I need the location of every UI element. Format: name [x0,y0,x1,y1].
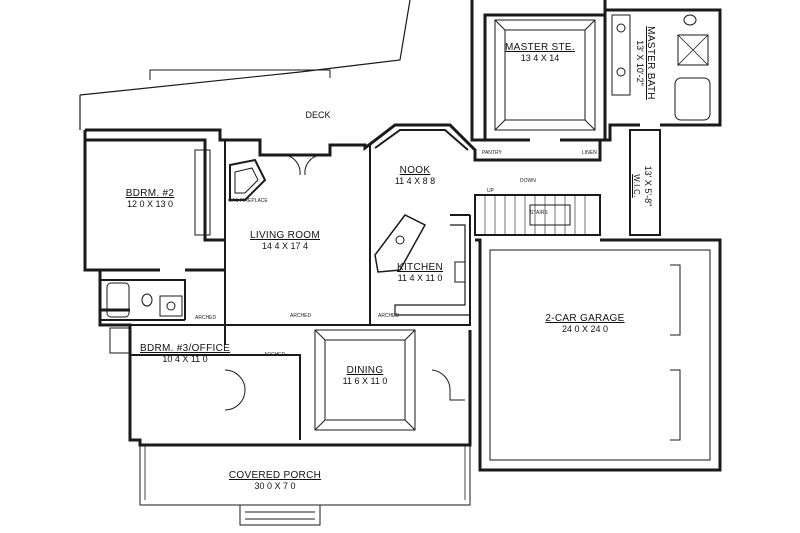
living-walls [224,140,371,326]
garage-door-2 [670,369,681,441]
down-note: DOWN [520,178,536,184]
range [454,261,466,283]
upper-wall [85,123,602,162]
bath-shower [677,34,709,66]
hall-vanity [159,295,183,317]
living-label: LIVING ROOM 14 4 X 17 4 [245,230,325,252]
hall-bath-walls [100,279,186,321]
master-bath-dim: 13' X 10'-2" [635,40,645,86]
gas-fireplace-note: GAS FIREPLACE [228,198,268,204]
porch-rail [144,445,466,500]
pantry-note: PANTRY [482,150,502,156]
bdrm2-dim: 12 0 X 13 0 [126,199,174,209]
porch-steps [239,505,321,526]
hall-toilet [141,293,153,307]
bdrm2-walls [85,138,225,272]
fireplace [229,158,267,201]
fireplace-hearth [234,167,259,194]
arched-note-1: ARCHED [195,315,217,321]
bath-vanity [611,14,631,96]
arched-note-2: ARCHED [290,313,312,319]
bdrm2-closet [194,149,211,236]
arched-note-4: ARCHED [264,352,286,358]
shower-x [677,34,709,66]
bdrm3-dim: 10 4 X 11 0 [162,354,208,364]
toilet [683,14,697,26]
master-bath-walls [603,0,722,127]
bdrm3-closet [109,327,131,354]
sink-2 [616,67,626,77]
garage-inner [489,249,711,461]
master-tray-inner [504,29,586,121]
dining-label: DINING 11 6 X 11 0 [330,365,400,387]
stair-treads [484,195,586,235]
kitchen-name: KITCHEN [397,262,443,273]
living-doors [284,154,321,176]
deck-name: DECK [305,110,331,120]
master-tray-diagonals [494,19,596,131]
kitchen-dim: 11 4 X 11 0 [397,273,443,283]
bdrm2-name: BDRM. #2 [125,188,175,199]
bdrm3-walls [130,324,301,440]
hall-tub [106,282,130,318]
deck-outline [79,0,411,96]
master-bath-label: MASTER BATH 13' X 10'-2" [634,18,656,108]
dining-name: DINING [346,365,384,376]
master-suite-walls [470,0,640,142]
garage-label: 2-CAR GARAGE 24 0 X 24 0 [530,313,640,335]
nook-name: NOOK [399,165,431,176]
master-ste-name: MASTER STE. [505,42,575,53]
up-note: UP [487,188,494,194]
stairs-note: STAIRS [530,210,548,216]
garage-dim: 24 0 X 24 0 [561,324,609,334]
nook-bay [374,129,469,151]
dining-dim: 11 6 X 11 0 [342,376,388,386]
bath-tub [674,77,711,121]
porch-outline [139,445,471,506]
garage-walls [475,238,722,472]
wic-label: 13' X 5'-8" W.I.C. [631,156,653,216]
bdrm2-label: BDRM. #2 12 0 X 13 0 [110,188,190,210]
porch-label: COVERED PORCH 30 0 X 7 0 [225,470,325,492]
deck-label: DECK [298,110,338,121]
arched-note-3: ARCHED [378,313,400,319]
kitchen-counter [394,224,470,316]
garage-step [431,369,465,401]
wic-dim: 13' X 5'-8" [643,165,653,207]
master-tray-ceiling [494,19,596,131]
wic-name: W.I.C. [632,174,641,198]
master-ste-dim: 13 4 X 14 [520,53,560,63]
linen-note: LINEN [582,150,597,156]
living-dim: 14 4 X 17 4 [261,241,309,251]
bdrm3-name: BDRM. #3/OFFICE [140,343,231,354]
master-bath-name: MASTER BATH [645,26,656,100]
sink-1 [616,23,626,33]
garage-door-1 [670,264,681,336]
wic-walls [629,129,661,236]
bdrm3-label: BDRM. #3/OFFICE 10 4 X 11 0 [140,343,230,365]
dining-tray-diag [314,329,416,431]
nook-dim: 11 4 X 8 8 [394,176,436,186]
stair-landing [529,204,571,226]
master-ste-label: MASTER STE. 13 4 X 14 [500,42,580,64]
nook-label: NOOK 11 4 X 8 8 [385,165,445,187]
porch-dim: 30 0 X 7 0 [254,481,296,491]
garage-name: 2-CAR GARAGE [545,313,625,324]
living-name: LIVING ROOM [250,230,320,241]
porch-name: COVERED PORCH [228,470,322,481]
kitchen-walls [370,214,471,326]
hall-sink [166,301,176,311]
dining-tray [314,329,416,431]
island-sink [395,235,405,245]
stairs [474,194,601,236]
deck-rail [149,69,331,80]
kitchen-island [374,214,427,273]
dining-tray-inner [324,339,406,421]
bdrm3-doors [224,369,246,411]
kitchen-label: KITCHEN 11 4 X 11 0 [390,262,450,284]
